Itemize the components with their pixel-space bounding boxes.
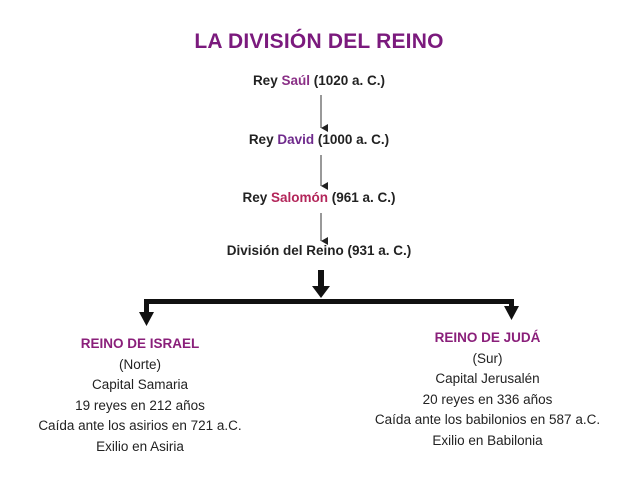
page-title: LA DIVISIÓN DEL REINO bbox=[194, 30, 444, 53]
king-prefix: Rey bbox=[248, 132, 274, 147]
branch-left-stem bbox=[144, 299, 149, 314]
kingdom-kings-count: 19 reyes en 212 años bbox=[75, 397, 205, 413]
kingdom-juda: REINO DE JUDÁ (Sur) Capital Jerusalén 20… bbox=[360, 328, 615, 451]
king-date: (1020 a. C.) bbox=[313, 73, 386, 88]
kingdom-exile: Exilio en Asiria bbox=[96, 438, 184, 454]
kingdom-name: REINO DE JUDÁ bbox=[434, 330, 541, 345]
king-saul: Rey Saúl (1020 a. C.) bbox=[0, 73, 638, 88]
kingdom-capital: Capital Jerusalén bbox=[435, 371, 540, 386]
kingdom-region: (Sur) bbox=[472, 350, 503, 366]
branch-bar bbox=[144, 299, 514, 304]
kingdom-capital: Capital Samaria bbox=[91, 377, 189, 392]
king-name: Salomón bbox=[270, 190, 328, 205]
branch-right-arrowhead bbox=[504, 306, 519, 320]
king-salomon: Rey Salomón (961 a. C.) bbox=[0, 190, 638, 205]
kingdom-region: (Norte) bbox=[118, 356, 161, 372]
kingdom-kings-count: 20 reyes en 336 años bbox=[422, 391, 553, 407]
division-label: División del Reino (931 a. C.) bbox=[226, 243, 412, 258]
king-david: Rey David (1000 a. C.) bbox=[0, 132, 638, 147]
king-name: Saúl bbox=[281, 73, 310, 88]
king-prefix: Rey bbox=[252, 73, 278, 88]
king-date: (961 a. C.) bbox=[331, 190, 396, 205]
branch-left-arrowhead bbox=[139, 312, 154, 326]
kingdom-name: REINO DE ISRAEL bbox=[80, 336, 200, 351]
king-date: (1000 a. C.) bbox=[317, 132, 390, 147]
king-name: David bbox=[277, 132, 315, 147]
kingdom-fall: Caída ante los babilonios en 587 a.C. bbox=[374, 412, 601, 427]
king-prefix: Rey bbox=[242, 190, 268, 205]
kingdom-israel: REINO DE ISRAEL (Norte) Capital Samaria … bbox=[20, 334, 260, 457]
kingdom-fall: Caída ante los asirios en 721 a.C. bbox=[38, 418, 242, 433]
arrow-division-split bbox=[312, 270, 330, 298]
branch-right-stem bbox=[509, 299, 514, 308]
kingdom-exile: Exilio en Babilonia bbox=[432, 432, 543, 448]
